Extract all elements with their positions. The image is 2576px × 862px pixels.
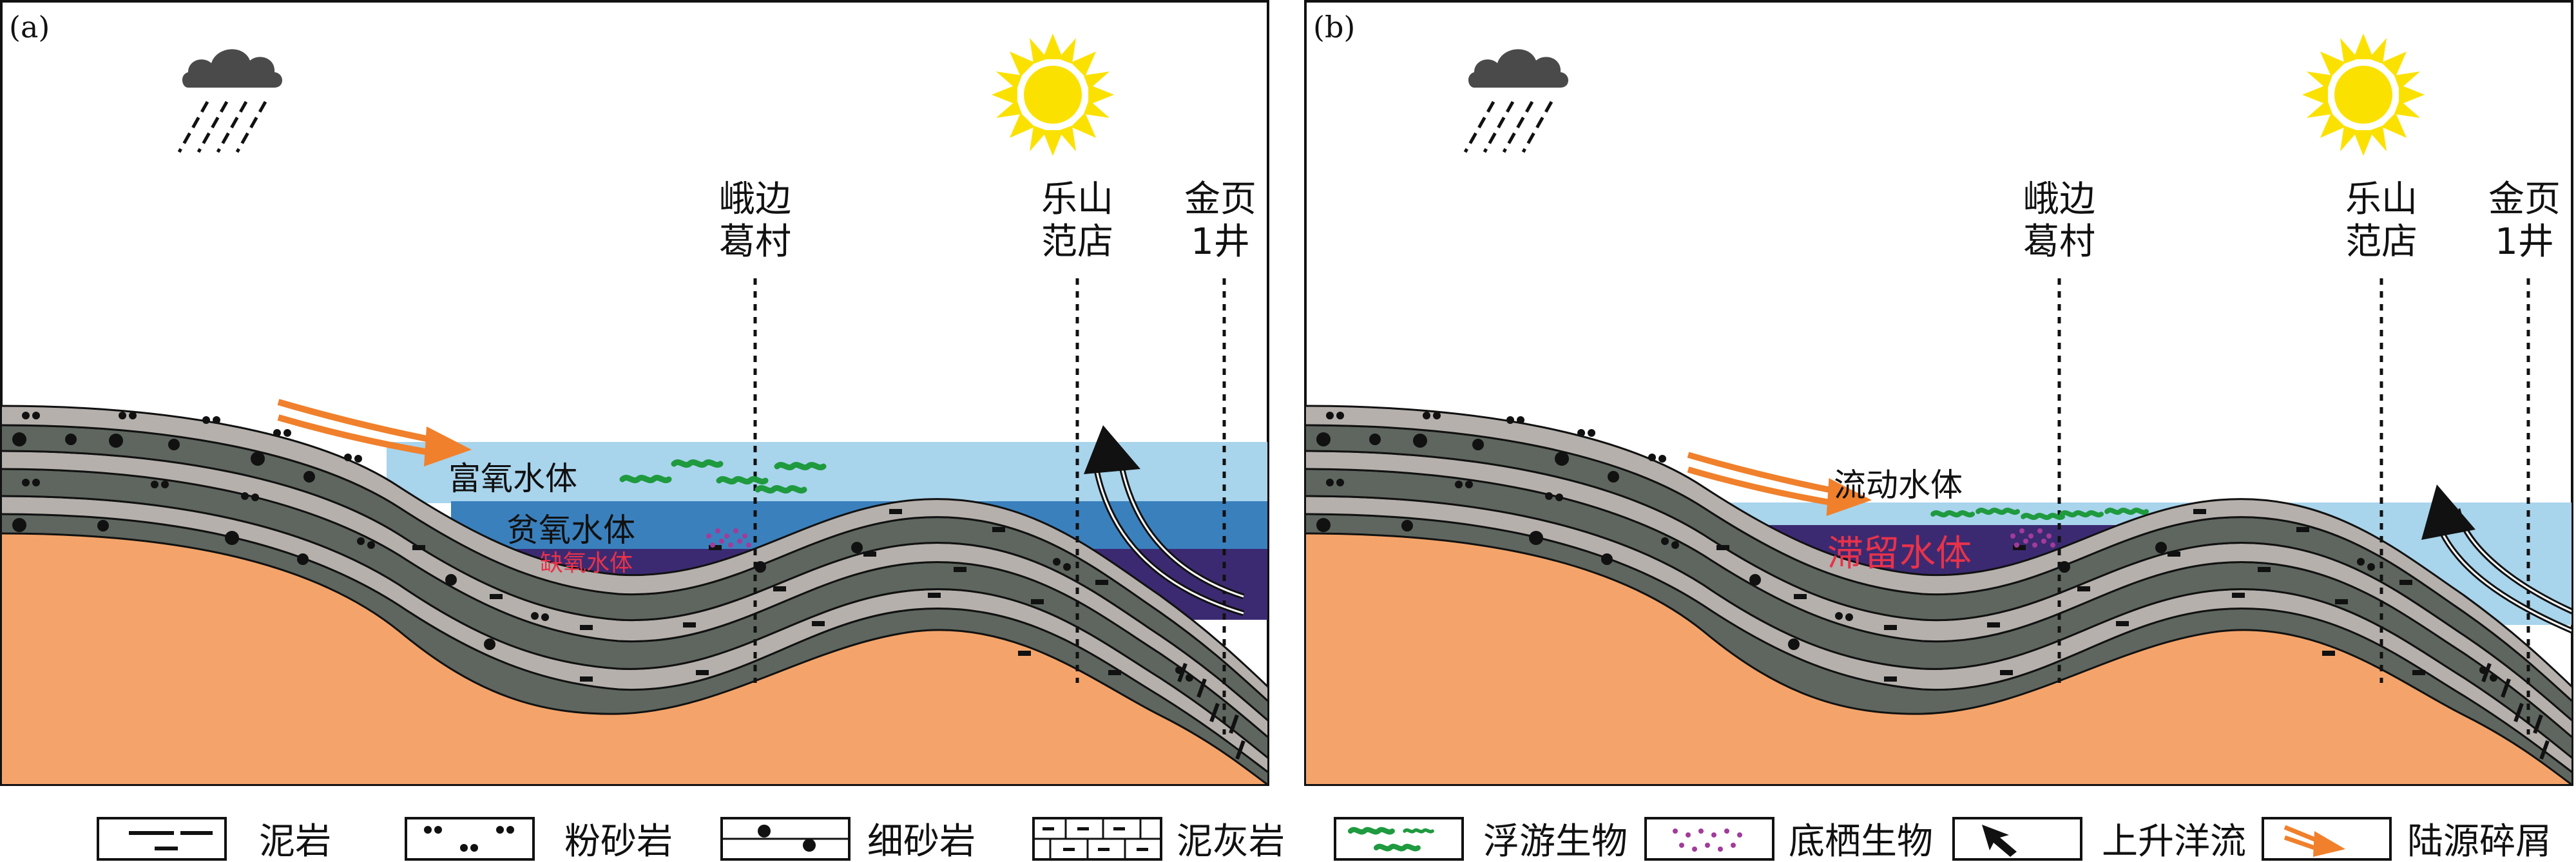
legend-mudstone: 泥岩 (97, 817, 331, 862)
basement (1306, 533, 2571, 784)
well-leshan-name: 乐山 (1041, 178, 1113, 220)
upwelling-arrow-icon (2421, 484, 2571, 634)
strata (1306, 405, 2571, 784)
sun-icon (2302, 34, 2425, 156)
panel-b: (b) 峨边 葛村 乐山 范店 金页 1井 流动水体 滞留水体 (1304, 0, 2573, 786)
benthos (706, 528, 751, 548)
legend-fine-sandstone: 细砂岩 (720, 817, 976, 862)
strata (2, 405, 1267, 784)
well-ebian-sub: 葛村 (2023, 221, 2095, 263)
mudstone-dashes (412, 509, 1121, 682)
well-ebian-sub: 葛村 (719, 221, 791, 263)
legend-marl-label: 泥灰岩 (1177, 821, 1285, 862)
sun-icon (992, 34, 1114, 156)
legend-siltstone-label: 粉砂岩 (564, 821, 673, 862)
legend-terrigenous-label: 陆源碎屑 (2407, 821, 2552, 862)
well-leshan-sub: 范店 (2345, 221, 2417, 263)
flowing-water-label: 流动水体 (1834, 466, 1963, 504)
panel-b-letter: (b) (1313, 10, 1355, 44)
basement (2, 533, 1267, 784)
siltstone-dots (22, 412, 1193, 682)
legend-mudstone-label: 泥岩 (259, 821, 331, 862)
well-ebian-name: 峨边 (2023, 178, 2095, 220)
benthos (2010, 528, 2055, 548)
well-leshan-sub: 范店 (1041, 221, 1113, 263)
legend-fine-sandstone-label: 细砂岩 (867, 821, 976, 862)
legend-marl: 泥灰岩 (1032, 817, 1285, 862)
oxic-water-label: 富氧水体 (448, 460, 577, 497)
well-jinye-name: 金页 (2488, 178, 2561, 220)
well-ebian-name: 峨边 (719, 178, 791, 220)
legend-plankton-label: 浮游生物 (1483, 821, 1628, 862)
stagnant-water-label: 滞留水体 (1827, 533, 1972, 575)
siltstone-dots (1326, 412, 2497, 682)
panel-a-letter: (a) (9, 10, 50, 44)
legend-plankton: 浮游生物 (1334, 817, 1628, 862)
fine-sandstone-dots (1316, 432, 2167, 650)
legend-upwelling: 上升洋流 (1952, 817, 2246, 862)
marl-blocks (2481, 662, 2550, 760)
panel-a: (a) 峨边 葛村 乐山 范店 金页 1井 富氧水体 贫氧水体 缺氧水体 (0, 0, 1269, 786)
upwelling-arrow-icon (1084, 425, 1245, 617)
well-jinye-name: 金页 (1184, 178, 1256, 220)
legend: 泥岩 粉砂岩 细砂岩 (97, 817, 2552, 862)
well-jinye-sub: 1井 (2495, 221, 2554, 263)
fine-sandstone-dots (12, 432, 863, 650)
legend-siltstone: 粉砂岩 (405, 817, 673, 862)
legend-benthos: 底栖生物 (1644, 817, 1933, 862)
legend-terrigenous: 陆源碎屑 (2262, 817, 2552, 862)
well-jinye-sub: 1井 (1191, 221, 1250, 263)
anoxic-water-label: 缺氧水体 (540, 550, 633, 577)
mudstone-dashes (1716, 509, 2425, 682)
legend-benthos-label: 底栖生物 (1789, 821, 1933, 862)
suboxic-water-label: 贫氧水体 (506, 512, 635, 549)
marl-blocks (1177, 662, 1245, 760)
legend-upwelling-label: 上升洋流 (2102, 821, 2246, 862)
well-leshan-name: 乐山 (2345, 178, 2417, 220)
